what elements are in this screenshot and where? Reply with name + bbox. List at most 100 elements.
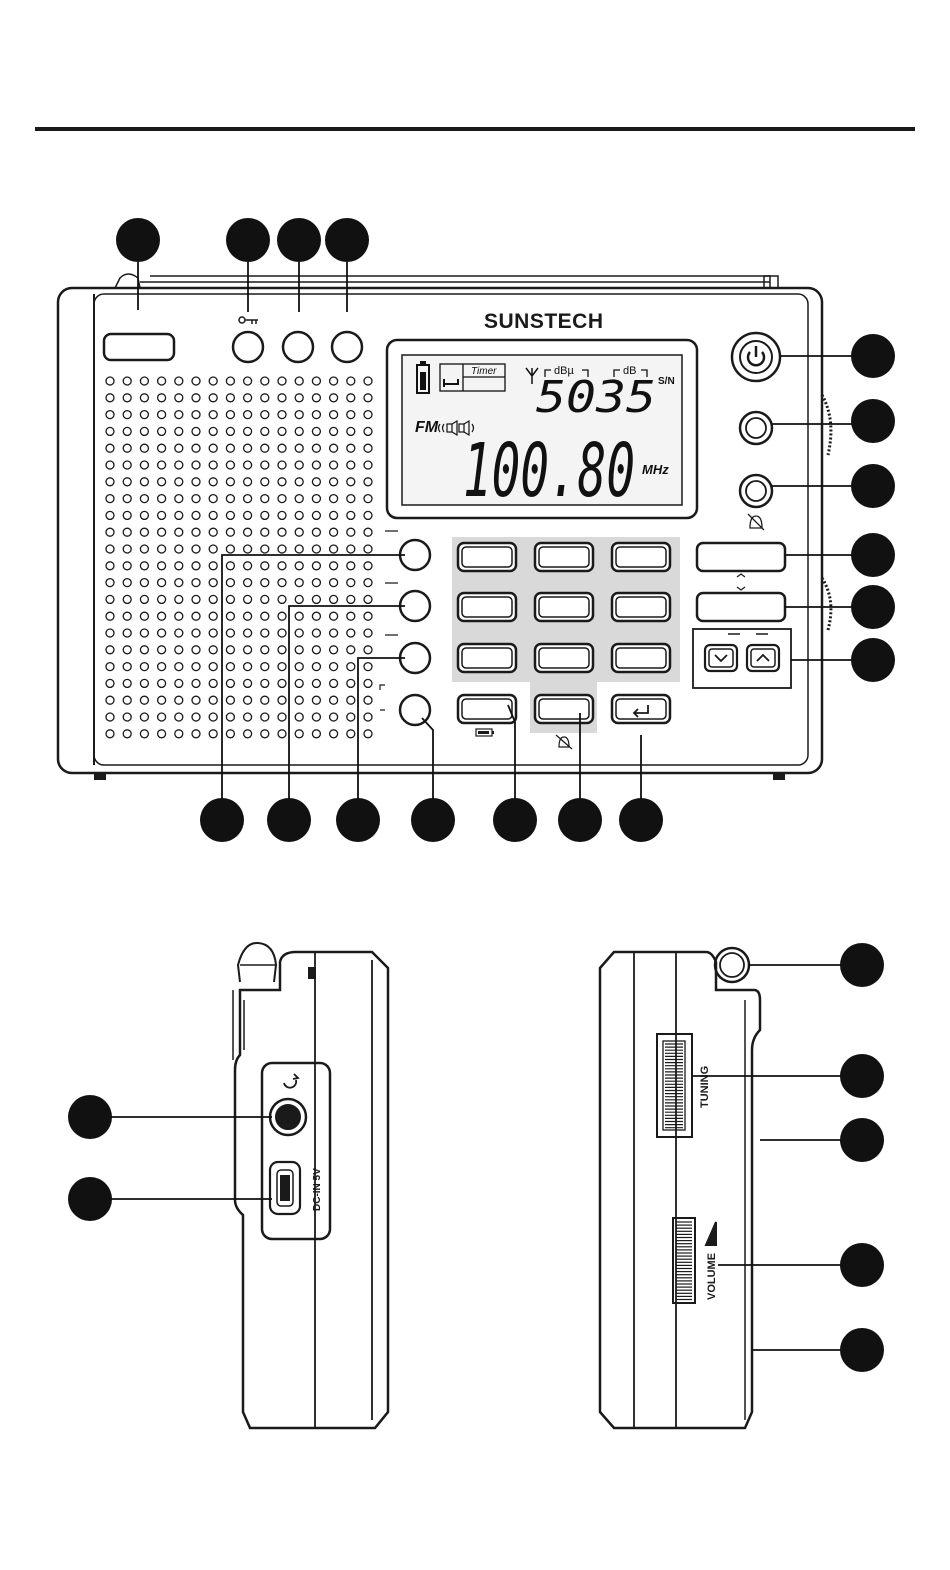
grille-hole <box>192 394 200 402</box>
grille-hole <box>209 444 217 452</box>
grille-hole <box>106 696 114 704</box>
grille-hole <box>209 562 217 570</box>
grille-hole <box>261 377 269 385</box>
grille-hole <box>330 411 338 419</box>
grille-hole <box>244 478 252 486</box>
callout-marker <box>851 399 895 443</box>
grille-hole <box>244 696 252 704</box>
grille-hole <box>226 377 234 385</box>
chevron-up-icon <box>757 655 769 661</box>
grille-hole <box>226 444 234 452</box>
grille-hole <box>364 545 372 553</box>
power-icon <box>748 346 764 365</box>
grille-hole <box>244 545 252 553</box>
grille-hole <box>312 545 320 553</box>
callout-marker <box>411 798 455 842</box>
grille-hole <box>140 394 148 402</box>
dc-in-label: DC-IN 5V <box>312 1168 323 1211</box>
grille-hole <box>140 511 148 519</box>
grille-hole <box>175 394 183 402</box>
grille-hole <box>244 562 252 570</box>
front-view <box>58 274 831 779</box>
grille-hole <box>244 461 252 469</box>
grille-hole <box>364 646 372 654</box>
callout-marker <box>840 943 884 987</box>
grille-hole <box>123 545 131 553</box>
grille-hole <box>192 595 200 603</box>
right-button-2[interactable] <box>740 412 772 444</box>
grille-hole <box>175 579 183 587</box>
grille-hole <box>312 629 320 637</box>
scan-button[interactable] <box>697 593 785 621</box>
grille-hole <box>158 629 166 637</box>
band-button[interactable] <box>104 334 174 360</box>
grille-hole <box>278 696 286 704</box>
grille-hole <box>140 411 148 419</box>
grille-hole <box>347 713 355 721</box>
grille-hole <box>244 646 252 654</box>
callout-marker <box>336 798 380 842</box>
grille-hole <box>364 696 372 704</box>
alarm-off-button[interactable] <box>740 475 772 507</box>
grille-hole <box>261 545 269 553</box>
grille-hole <box>312 713 320 721</box>
grille-hole <box>364 562 372 570</box>
grille-hole <box>226 511 234 519</box>
grille-hole <box>278 646 286 654</box>
grille-hole <box>312 696 320 704</box>
grille-hole <box>123 562 131 570</box>
grille-hole <box>261 663 269 671</box>
grille-hole <box>312 427 320 435</box>
grille-hole <box>106 629 114 637</box>
grille-hole <box>209 595 217 603</box>
grille-hole <box>175 478 183 486</box>
grille-hole <box>295 427 303 435</box>
grille-hole <box>175 713 183 721</box>
grille-hole <box>106 595 114 603</box>
grille-hole <box>347 629 355 637</box>
antenna-knob <box>238 943 276 982</box>
grille-hole <box>244 595 252 603</box>
grille-hole <box>106 495 114 503</box>
grille-hole <box>364 478 372 486</box>
grille-hole <box>106 579 114 587</box>
grille-hole <box>106 562 114 570</box>
lock-button[interactable] <box>233 332 263 362</box>
grille-hole <box>226 646 234 654</box>
grille-hole <box>158 444 166 452</box>
top-button-2[interactable] <box>283 332 313 362</box>
grille-hole <box>226 495 234 503</box>
grille-hole <box>330 612 338 620</box>
grille-hole <box>244 377 252 385</box>
grille-hole <box>312 579 320 587</box>
grille-hole <box>278 595 286 603</box>
right-callout-markers <box>840 943 884 1372</box>
memory-button[interactable] <box>697 543 785 571</box>
grille-hole <box>192 411 200 419</box>
callout-marker <box>493 798 537 842</box>
grille-hole <box>226 696 234 704</box>
grille-hole <box>295 595 303 603</box>
grille-hole <box>364 730 372 738</box>
grille-hole <box>278 579 286 587</box>
grille-hole <box>140 730 148 738</box>
grille-hole <box>278 629 286 637</box>
grille-hole <box>140 646 148 654</box>
grille-hole <box>226 461 234 469</box>
top-button-3[interactable] <box>332 332 362 362</box>
grille-hole <box>312 495 320 503</box>
grille-hole <box>295 545 303 553</box>
callout-marker <box>68 1177 112 1221</box>
grille-hole <box>175 696 183 704</box>
callout-marker <box>619 798 663 842</box>
grille-hole <box>123 528 131 536</box>
frequency-readout: 100.80 <box>463 428 635 514</box>
grille-hole <box>312 394 320 402</box>
grille-hole <box>106 478 114 486</box>
grille-hole <box>123 713 131 721</box>
grille-hole <box>295 679 303 687</box>
grille-hole <box>278 444 286 452</box>
grille-hole <box>278 377 286 385</box>
left-side-view <box>233 943 388 1428</box>
grille-hole <box>330 528 338 536</box>
